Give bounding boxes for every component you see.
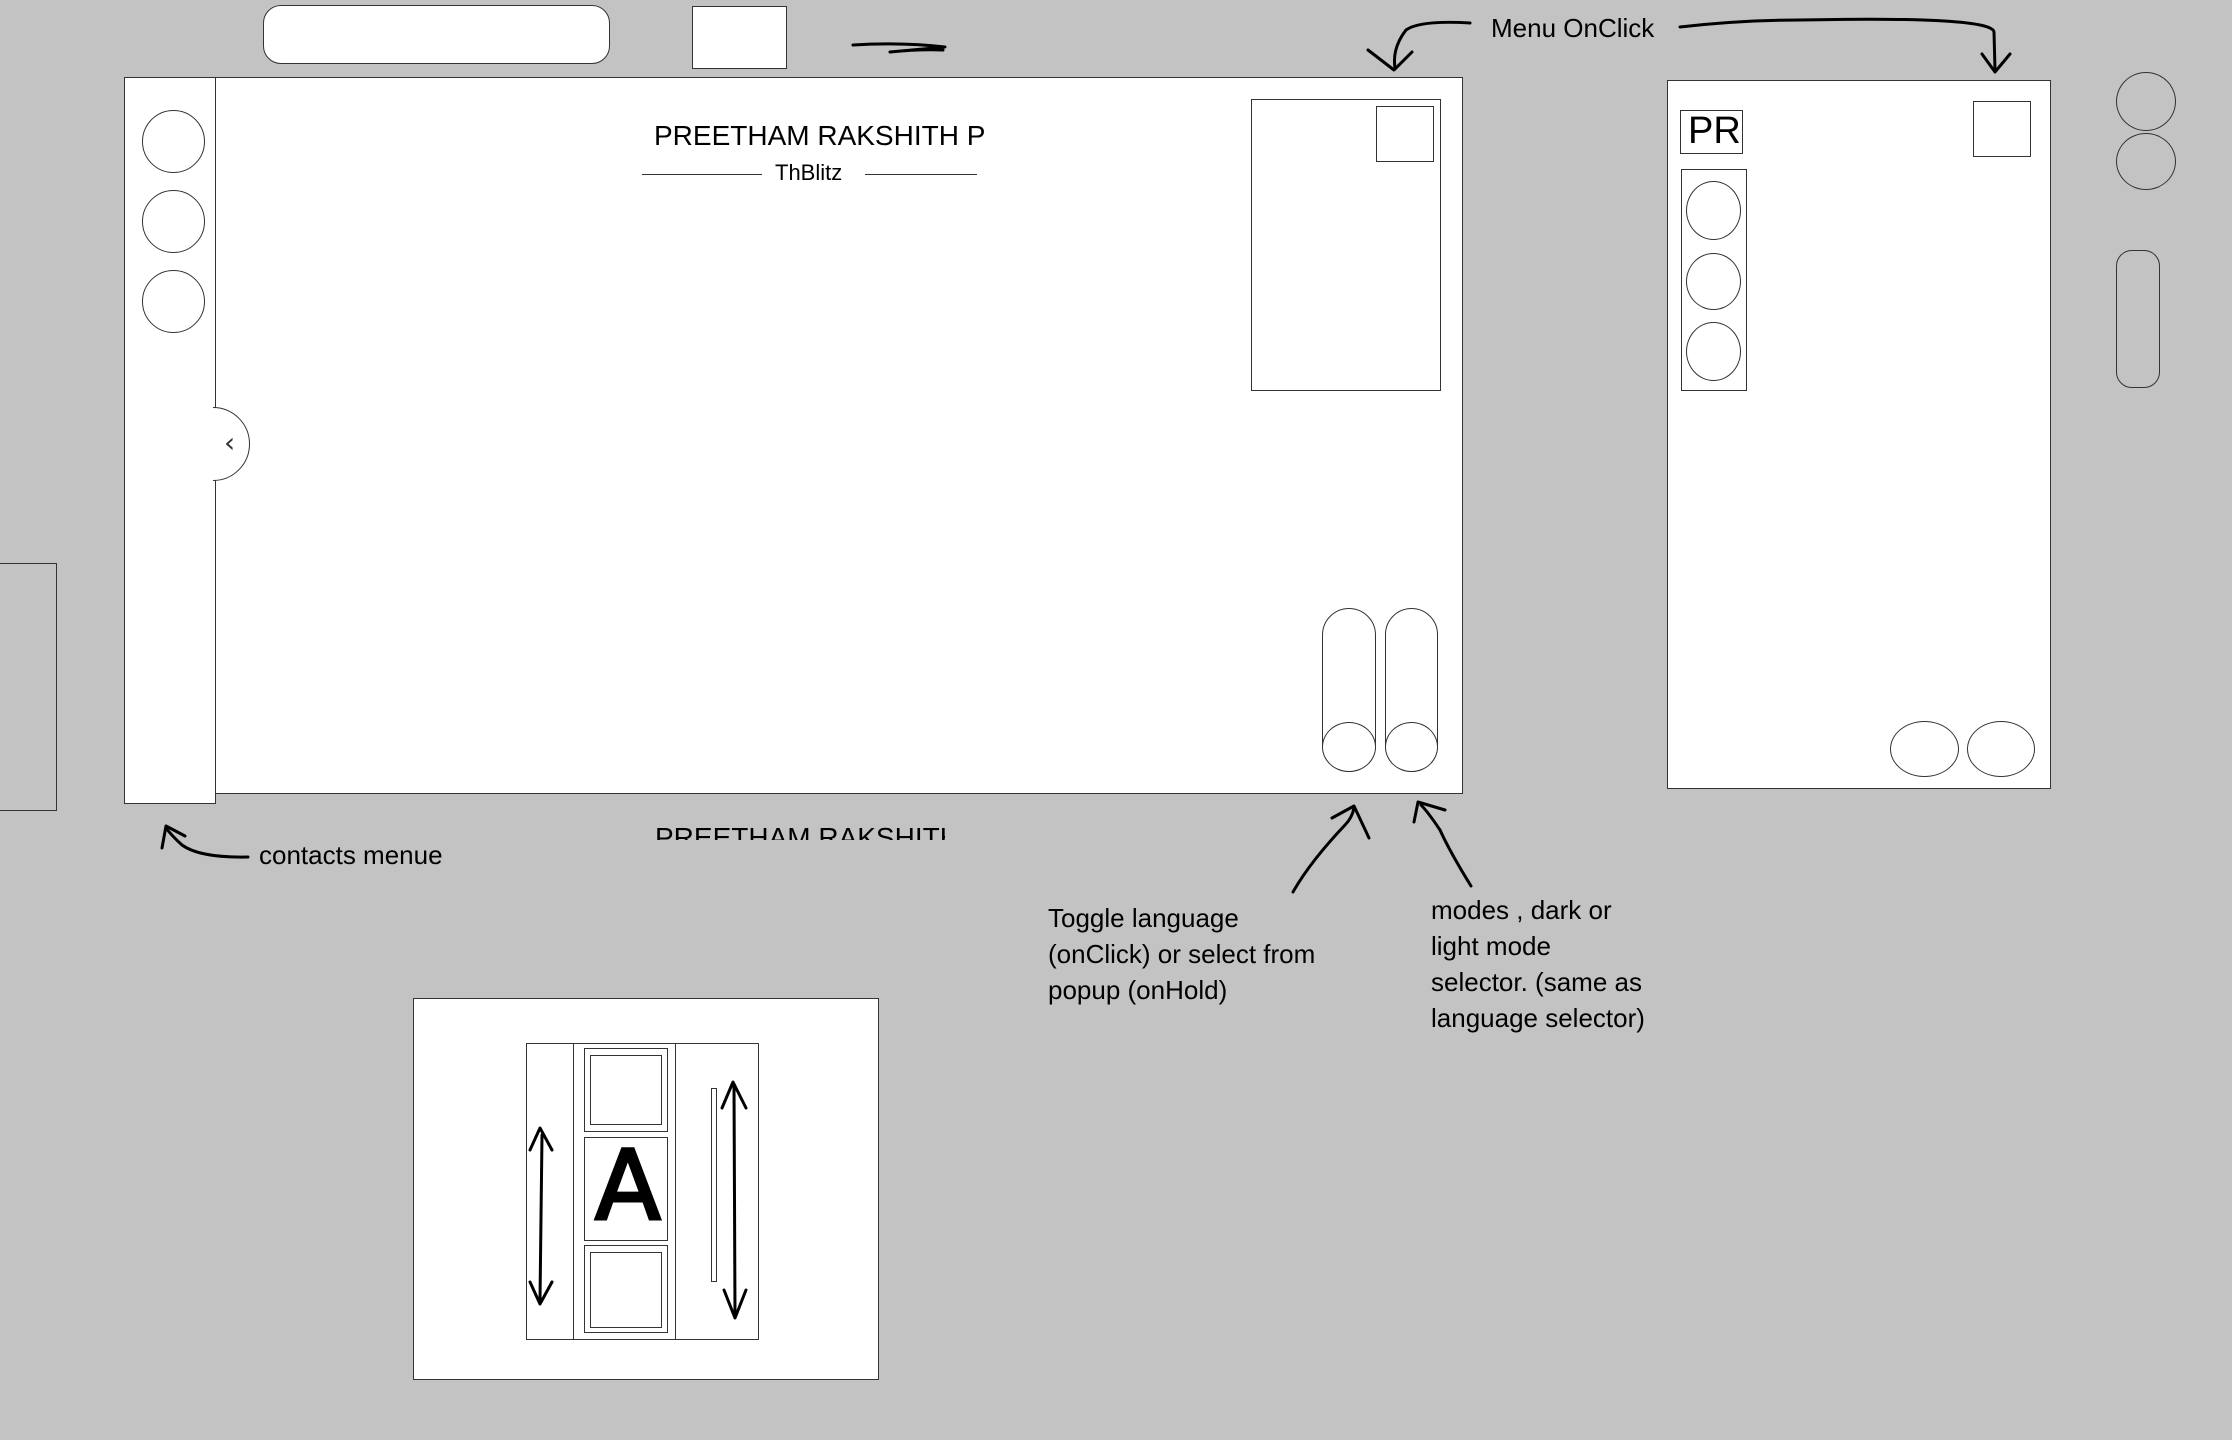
left-side-stub	[0, 563, 57, 811]
arrow-head-mobile-menu	[1980, 52, 2012, 74]
picker-slot-bottom-inner	[590, 1252, 662, 1328]
annotation-toggle-language-line-3: popup (onHold)	[1048, 975, 1228, 1005]
scroll-picker-center-column	[573, 1043, 676, 1340]
mobile-contact-icon-3[interactable]	[1686, 322, 1741, 381]
picker-selected-letter-text: A	[594, 1130, 663, 1242]
arrow-to-menu-button	[1393, 20, 1472, 70]
annotation-contacts-menu: contacts menue	[259, 840, 443, 870]
language-toggle-knob[interactable]	[1322, 722, 1376, 772]
side-circle-button-2[interactable]	[2116, 133, 2176, 190]
contacts-sidebar	[124, 77, 216, 804]
annotation-modes: modes , dark or light mode selector. (sa…	[1431, 892, 1645, 1036]
arrow-head-mode-toggle	[1412, 800, 1447, 824]
scroll-picker-frame	[413, 998, 879, 1380]
mobile-contact-icon-1[interactable]	[1686, 181, 1741, 240]
title-underline-right	[865, 174, 977, 175]
annotation-toggle-language: Toggle language (onClick) or select from…	[1048, 900, 1315, 1008]
arrow-to-contacts-sidebar	[164, 826, 250, 859]
arrow-head-contacts-sidebar	[160, 824, 187, 850]
side-circle-button-1[interactable]	[2116, 72, 2176, 131]
picker-slot-top-inner	[590, 1055, 662, 1125]
page-title: PREETHAM RAKSHITH P	[654, 120, 986, 151]
picker-slot-middle[interactable]	[584, 1137, 668, 1241]
mobile-contact-icon-2[interactable]	[1686, 253, 1741, 310]
picker-slot-bottom[interactable]	[584, 1245, 668, 1333]
top-square-button[interactable]	[692, 6, 787, 69]
picker-scrollbar[interactable]	[711, 1088, 717, 1282]
arrow-to-mobile-menu	[1678, 17, 1997, 72]
mobile-mode-toggle[interactable]	[1967, 721, 2035, 777]
pr-logo	[1680, 110, 1743, 154]
contact-icon-2[interactable]	[142, 190, 205, 253]
arrow-head-menu-button	[1366, 48, 1414, 72]
arrow-to-mode-toggle	[1419, 803, 1473, 888]
title-underline-left	[642, 174, 762, 175]
faded-name-text: PREETHAM RAKSHITH	[655, 822, 945, 840]
annotation-modes-line-4: language selector)	[1431, 1003, 1645, 1033]
annotation-toggle-language-line-1: Toggle language	[1048, 903, 1239, 933]
top-search-bar[interactable]	[263, 5, 610, 64]
menu-panel	[1251, 99, 1441, 391]
scribble-mark	[851, 42, 947, 54]
chevron-left-icon: ‹	[224, 426, 236, 459]
desktop-main-frame	[124, 77, 1463, 794]
arrow-to-language-toggle	[1291, 806, 1356, 894]
annotation-modes-line-2: light mode	[1431, 931, 1551, 961]
mobile-language-toggle[interactable]	[1890, 721, 1959, 777]
side-scroll-pill[interactable]	[2116, 250, 2160, 388]
arrow-head-language-toggle	[1330, 804, 1371, 840]
faded-name-preview: PREETHAM RAKSHITH	[655, 818, 945, 840]
menu-button[interactable]	[1376, 106, 1434, 162]
annotation-modes-line-1: modes , dark or	[1431, 895, 1612, 925]
picker-selected-letter: A	[594, 1133, 663, 1240]
picker-slot-top[interactable]	[584, 1048, 668, 1132]
annotation-modes-line-3: selector. (same as	[1431, 967, 1642, 997]
subtitle-handle: ThBlitz	[775, 160, 843, 185]
mode-toggle-knob[interactable]	[1385, 722, 1438, 772]
annotation-menu-onclick: Menu OnClick	[1491, 13, 1655, 43]
contact-icon-1[interactable]	[142, 110, 205, 173]
annotation-toggle-language-line-2: (onClick) or select from	[1048, 939, 1316, 969]
pr-logo-text: PR	[1688, 110, 1741, 152]
contact-icon-3[interactable]	[142, 270, 205, 333]
mobile-menu-button[interactable]	[1973, 101, 2031, 157]
